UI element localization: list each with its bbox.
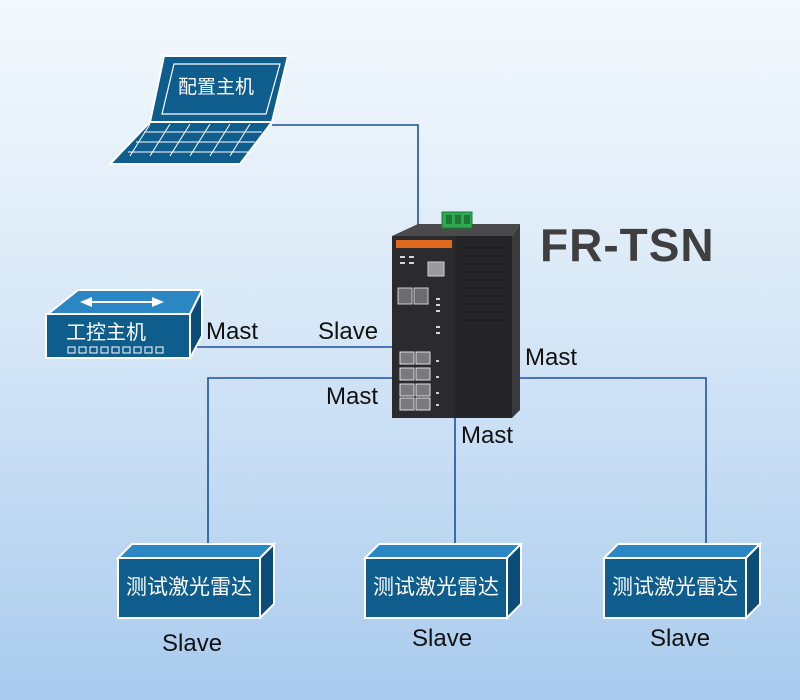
power-terminal — [441, 211, 473, 229]
ipc-device — [45, 289, 204, 359]
switch-side — [512, 224, 520, 418]
switch-port-down-left-label: Mast — [326, 383, 379, 410]
lidar-box-right — [601, 541, 763, 621]
switch-port-right-label: Mast — [525, 344, 578, 371]
switch-port-ipc-label: Slave — [318, 318, 379, 345]
ethernet-ports — [399, 351, 431, 411]
switch-port-down-center-label: Mast — [461, 422, 514, 449]
wire-switch-lidar-left — [207, 377, 395, 545]
ipc-arrow-icon — [80, 297, 164, 307]
lidar-box-left — [115, 541, 277, 621]
ipc-port-label: Mast — [206, 318, 259, 345]
lidar-role-right: Slave — [650, 625, 711, 652]
switch-brand-strip — [396, 240, 452, 248]
switch-top — [392, 224, 520, 236]
ipc-label: 工控主机 — [66, 320, 146, 344]
lidar-role-center: Slave — [412, 625, 473, 652]
status-leds — [400, 256, 440, 334]
lidar-label-right: 测试激光雷达 — [612, 575, 738, 599]
lidar-box-center — [362, 541, 524, 621]
sfp-ports — [397, 287, 429, 305]
wire-laptop-switch — [272, 124, 419, 232]
laptop-device — [107, 55, 290, 165]
connection-wires — [190, 124, 707, 545]
switch-rear-panel — [455, 236, 512, 418]
product-title: FR-TSN — [540, 219, 715, 271]
console-port — [427, 261, 445, 277]
ipc-side — [189, 289, 203, 359]
lidar-label-center: 测试激光雷达 — [373, 575, 499, 599]
lidar-role-left: Slave — [162, 630, 223, 657]
switch-device — [392, 211, 520, 418]
lidar-label-left: 测试激光雷达 — [126, 575, 252, 599]
laptop-label: 配置主机 — [178, 76, 255, 98]
wire-switch-lidar-right — [510, 377, 707, 545]
ipc-ports — [67, 346, 164, 354]
